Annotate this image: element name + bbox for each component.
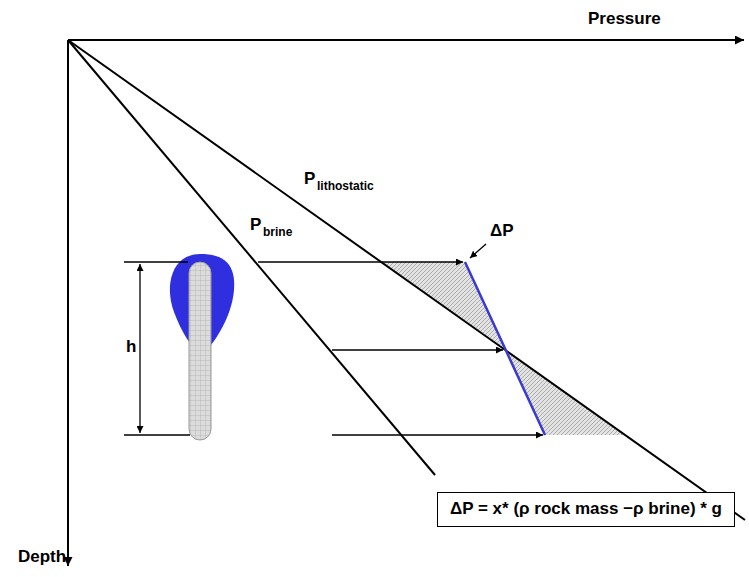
delta-label: ΔP (490, 222, 514, 241)
formula-text: ΔP = x* (ρ rock mass −ρ brine) * g (450, 499, 722, 519)
depth-axis (67, 40, 69, 566)
curve-subscript: brine (263, 226, 292, 239)
dimension-label: h (124, 338, 138, 357)
pressure-axis (68, 39, 744, 41)
axis-label: Depth (18, 548, 66, 567)
curve-symbol: P (304, 170, 315, 189)
level-arrow (332, 349, 503, 350)
dimension-line (139, 264, 140, 433)
brine-line (68, 40, 435, 475)
axis-label: Pressure (588, 10, 661, 29)
curve-subscript: lithostatic (317, 180, 374, 193)
dimension-tick (124, 434, 190, 435)
brine-column-line (465, 262, 545, 435)
curve-symbol: P (250, 216, 261, 235)
dimension-tick (124, 261, 188, 262)
salt-column (189, 262, 211, 440)
leader-line (470, 244, 486, 258)
formula-box: ΔP = x* (ρ rock mass −ρ brine) * g (437, 492, 735, 527)
level-arrow (258, 261, 463, 262)
lithostatic-line (68, 40, 745, 520)
level-arrow (332, 434, 543, 435)
